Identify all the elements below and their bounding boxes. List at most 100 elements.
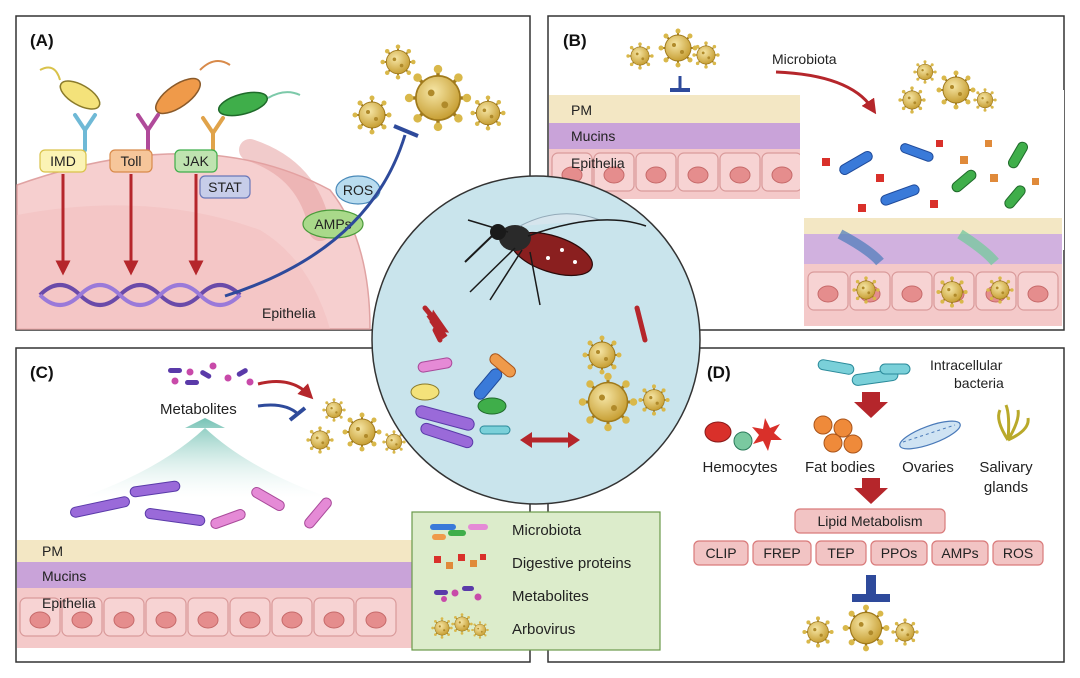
ovaries-icon <box>899 420 961 450</box>
metabolite-activation-arrow <box>257 380 314 400</box>
dna-helix <box>38 283 242 307</box>
microbiota-cluster-b <box>839 141 1028 209</box>
stat-box <box>199 175 251 199</box>
virus <box>625 41 655 71</box>
inhibition-bar <box>393 124 419 138</box>
virus <box>897 85 927 115</box>
virus <box>972 87 998 113</box>
virus <box>577 371 639 433</box>
legend-microbiota-label: Microbiota <box>512 522 582 539</box>
pm-label-b: PM <box>571 102 592 118</box>
legend: Microbiota Digestive proteins Metabolite… <box>411 511 661 651</box>
amps-label: AMPs <box>314 216 351 232</box>
fat-bodies-label: Fat bodies <box>805 459 875 476</box>
panel-a: (A) IMD Toll <box>15 15 531 331</box>
legend-metabolites-icon <box>434 586 482 602</box>
virus <box>379 43 417 81</box>
bacterium-orange <box>155 60 231 115</box>
virus <box>637 383 671 417</box>
central-microbiota <box>410 353 516 449</box>
inhibition-line <box>224 134 407 298</box>
receptor-jak <box>201 116 225 152</box>
virus <box>890 617 920 647</box>
virus <box>841 603 891 653</box>
legend-arbovirus-label: Arbovirus <box>512 621 575 638</box>
bidirectional-arrow-left-line <box>422 305 443 343</box>
metabolite-inhibition-bar <box>288 406 307 422</box>
bacterium-yellow <box>39 66 101 110</box>
virus <box>469 94 507 132</box>
entry-arrow-green <box>957 229 999 266</box>
intracellular-label: Intracellular <box>930 357 1003 373</box>
virus <box>305 425 335 455</box>
arrow-down-1 <box>854 392 888 418</box>
virus <box>691 40 721 70</box>
virus <box>912 59 938 85</box>
virus <box>657 27 699 69</box>
epithelia-label-c: Epithelia <box>42 595 96 611</box>
glands-label: glands <box>984 479 1028 496</box>
toll-box <box>109 149 153 173</box>
effector-frep: FREP <box>763 545 800 561</box>
arrow-down-2 <box>854 478 888 504</box>
virus <box>851 275 881 305</box>
microbiota-arrow <box>775 70 877 115</box>
entry-arrow-blue <box>837 229 884 266</box>
effector-tep: TEP <box>827 545 854 561</box>
epithelia-label-b: Epithelia <box>571 155 625 171</box>
amps-bubble <box>302 209 364 239</box>
lipid-metabolism-label: Lipid Metabolism <box>817 513 922 529</box>
gut-microbiota-c <box>70 480 332 529</box>
central-circle <box>371 175 701 505</box>
effector-ppos: PPOs <box>881 545 918 561</box>
panel-c-label: (C) <box>30 363 54 382</box>
effector-row: CLIP FREP TEP PPOs AMPs ROS <box>693 540 1044 566</box>
ovaries-label: Ovaries <box>902 459 954 476</box>
jak-label: JAK <box>183 153 209 169</box>
bidirectional-arrow-right <box>634 305 648 343</box>
effector-ros: ROS <box>1003 545 1033 561</box>
virus <box>341 411 383 453</box>
imd-box <box>39 149 87 173</box>
mucins-label-c: Mucins <box>42 568 86 584</box>
metabolites-label: Metabolites <box>160 401 237 418</box>
pm-layer-damaged <box>804 218 1062 234</box>
virus <box>581 334 623 376</box>
virus <box>935 275 969 309</box>
fat-bodies-icon <box>813 415 863 454</box>
receptor-imd <box>73 113 97 152</box>
panel-d: (D) Intracellular bacteria <box>547 347 1065 663</box>
ros-label: ROS <box>343 182 373 198</box>
pm-layer-c <box>17 540 529 562</box>
intracellular-bacteria <box>817 359 911 386</box>
mosquito-illustration <box>464 213 647 306</box>
virus <box>935 69 977 111</box>
legend-digestive-proteins-icon <box>434 554 486 569</box>
bacterium-green <box>217 91 301 117</box>
salivary-label: Salivary <box>979 459 1033 476</box>
inhibition-bar-d <box>852 594 890 602</box>
panel-a-label: (A) <box>30 31 54 50</box>
legend-digestive-proteins-label: Digestive proteins <box>512 555 631 572</box>
metabolite-cluster <box>168 362 254 386</box>
mucins-label-b: Mucins <box>571 128 615 144</box>
jak-box <box>174 149 218 173</box>
epithelia-label-a: Epithelia <box>262 305 316 321</box>
virus <box>801 615 835 649</box>
panel-d-label: (D) <box>707 363 731 382</box>
panel-b-label: (B) <box>563 31 587 50</box>
lipid-metabolism-box <box>794 508 946 534</box>
hemocytes-icon <box>704 418 782 451</box>
bidirectional-arrow-bottom-heads <box>520 432 580 448</box>
microbiota-label-b: Microbiota <box>772 51 837 67</box>
salivary-glands-icon <box>997 404 1030 442</box>
inhibition-stem-d <box>866 575 876 595</box>
metabolite-inhibition-line <box>257 403 300 416</box>
virus <box>351 94 393 136</box>
digestive-proteins-b <box>822 140 1039 212</box>
effector-amps: AMPs <box>941 545 978 561</box>
effector-clip: CLIP <box>705 545 736 561</box>
virus <box>321 397 347 423</box>
pm-label-c: PM <box>42 543 63 559</box>
